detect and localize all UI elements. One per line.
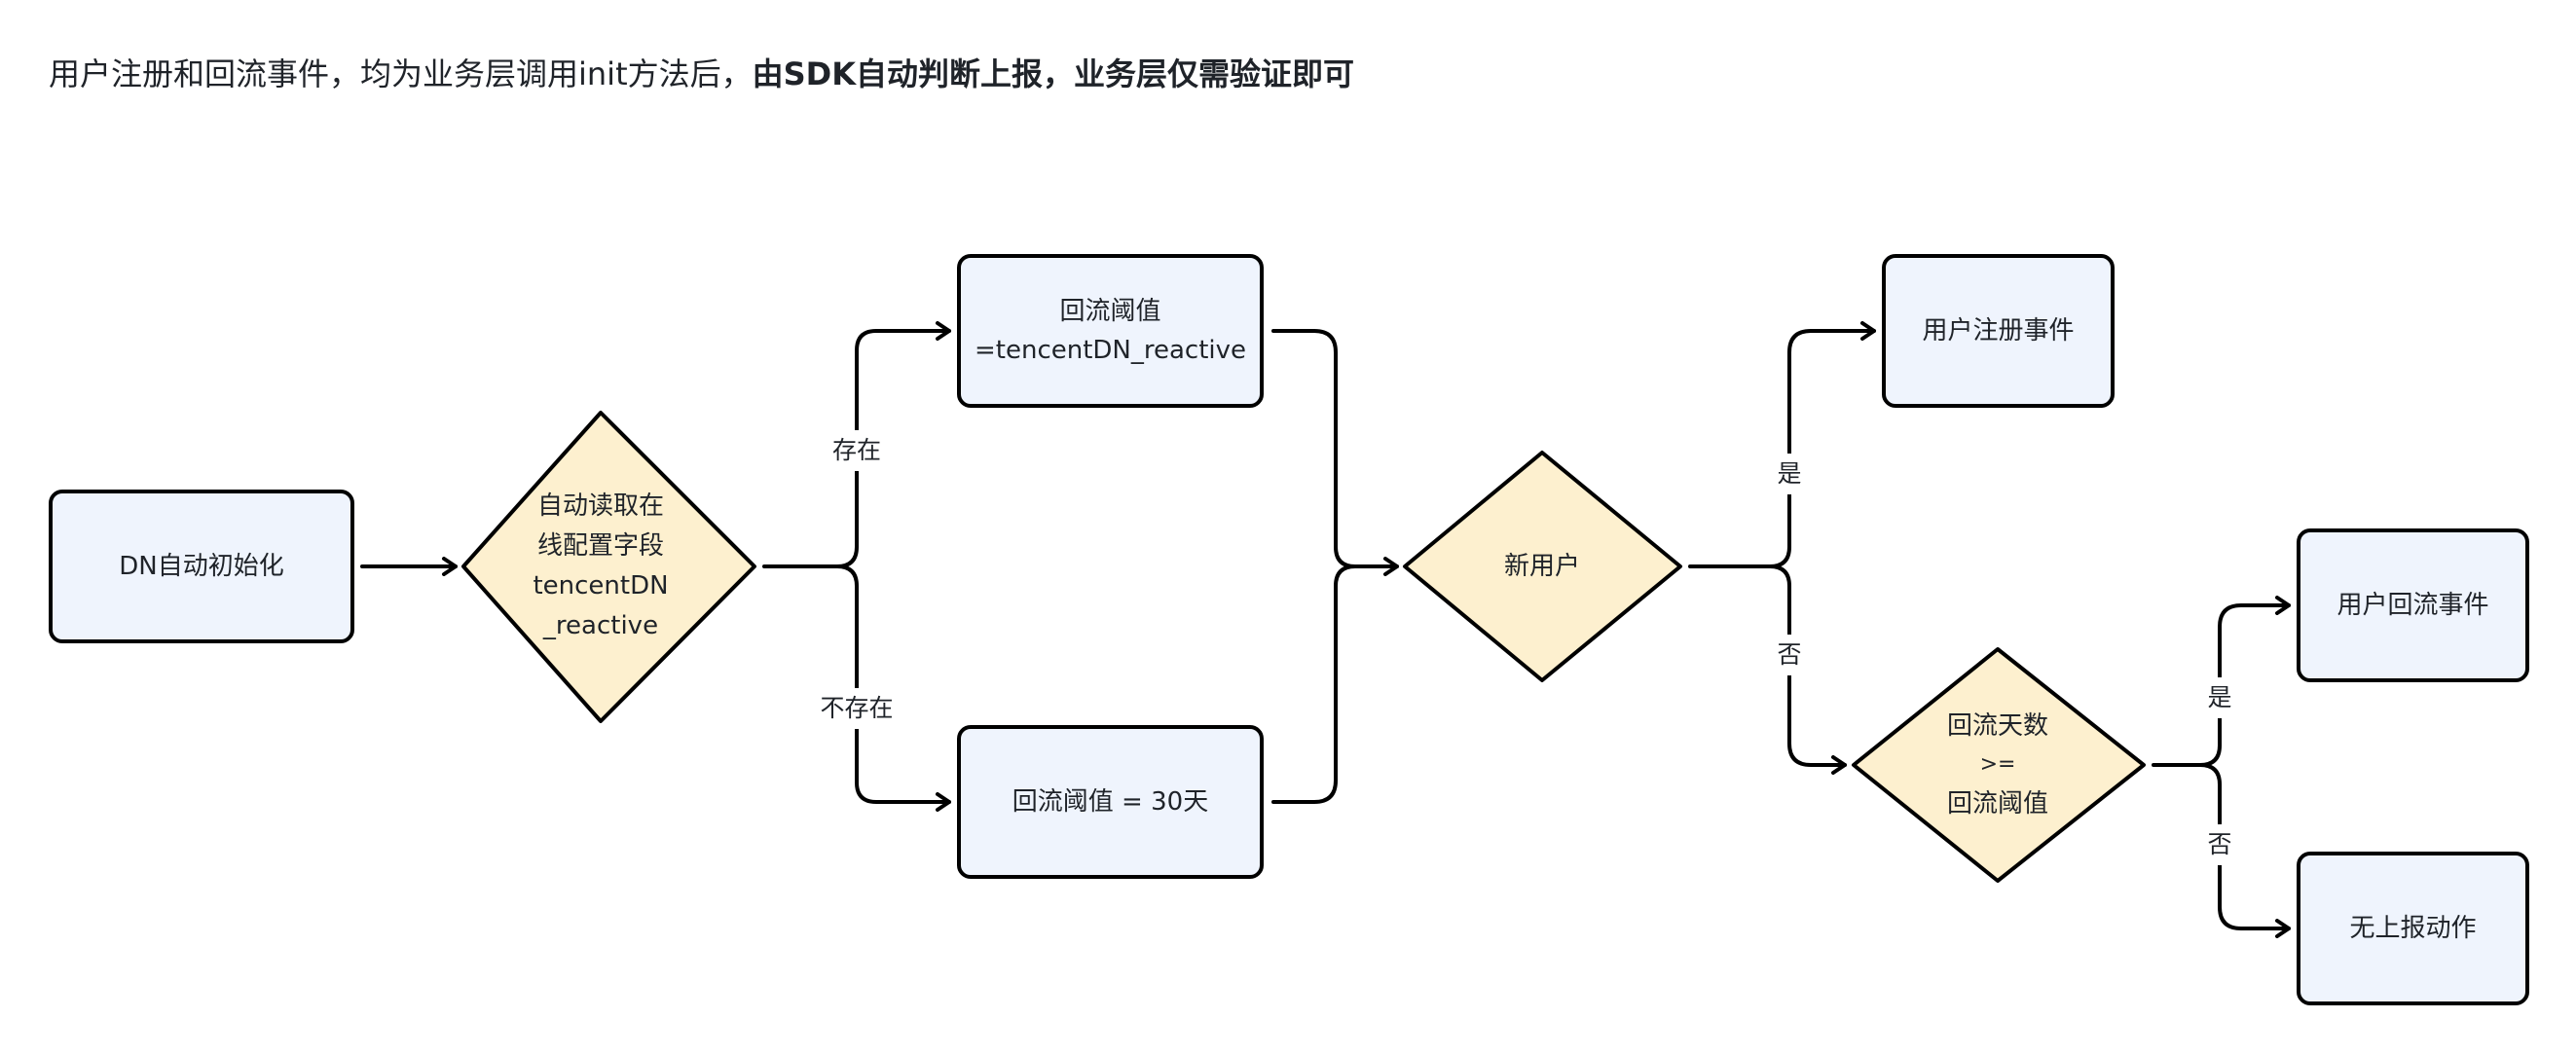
- edge-label-exists: 存在: [829, 430, 884, 471]
- edge-threshold-default-to-new-user: [1271, 564, 1357, 804]
- process-threshold-config-line-2: =tencentDN_reactive: [974, 336, 1247, 365]
- process-threshold-config-line-1: 回流阈值: [1059, 297, 1161, 326]
- edge-label-new-user-no: 否: [1775, 635, 1804, 675]
- edge-label-new-user-yes: 是: [1775, 454, 1804, 494]
- process-init[interactable]: DN自动初始化: [49, 490, 354, 643]
- decision-read-config[interactable]: 自动读取在 线配置字段 tencentDN _reactive: [503, 469, 698, 664]
- process-threshold-default-label: 回流阈值 = 30天: [1012, 787, 1209, 817]
- decision-new-user-label: 新用户: [1503, 552, 1580, 581]
- edge-label-not-exists: 不存在: [818, 688, 896, 729]
- decision-read-config-line-3: tencentDN: [533, 571, 669, 600]
- edge-reactive-check-to-no-report: [2198, 763, 2291, 938]
- decision-reactive-check-line-1: 回流天数: [1946, 711, 2048, 741]
- decision-reactive-check-line-2: >=: [1979, 752, 2016, 777]
- title-bold-text: 由SDK自动判断上报，业务层仅需验证即可: [752, 55, 1355, 92]
- decision-read-config-line-4: _reactive: [542, 611, 659, 640]
- decision-reactive-check[interactable]: 回流天数 >= 回流阈值: [1900, 687, 2095, 843]
- process-no-report-label: 无上报动作: [2349, 914, 2477, 943]
- process-register-event[interactable]: 用户注册事件: [1882, 254, 2115, 408]
- diagram-title: 用户注册和回流事件，均为业务层调用init方法后，由SDK自动判断上报，业务层仅…: [49, 51, 1354, 97]
- decision-reactive-check-shape: [1852, 647, 2146, 883]
- decision-new-user[interactable]: 新用户: [1445, 528, 1639, 605]
- title-normal-text: 用户注册和回流事件，均为业务层调用init方法后，: [49, 55, 753, 92]
- decision-read-config-shape: [461, 411, 756, 723]
- edge-new-user-to-reactive-check: [1768, 564, 1847, 775]
- decision-read-config-line-2: 线配置字段: [536, 531, 664, 561]
- process-no-report[interactable]: 无上报动作: [2297, 852, 2529, 1005]
- process-reactive-event[interactable]: 用户回流事件: [2297, 528, 2529, 682]
- decision-read-config-line-1: 自动读取在: [536, 491, 664, 521]
- decision-new-user-shape: [1403, 451, 1682, 682]
- edge-label-reactive-yes: 是: [2205, 677, 2234, 718]
- process-threshold-config[interactable]: 回流阈值 =tencentDN_reactive: [957, 254, 1264, 408]
- edge-read-config-to-threshold-default: [835, 564, 951, 812]
- decision-reactive-check-line-3: 回流阈值: [1946, 789, 2048, 819]
- edge-new-user-to-register-event: [1768, 321, 1876, 568]
- process-register-event-label: 用户注册事件: [1922, 316, 2075, 346]
- edge-threshold-config-to-new-user: [1271, 329, 1399, 576]
- edge-label-reactive-no: 否: [2205, 824, 2234, 865]
- process-threshold-default[interactable]: 回流阈值 = 30天: [957, 725, 1264, 879]
- edge-read-config-to-threshold-config: [835, 321, 951, 568]
- process-reactive-event-label: 用户回流事件: [2337, 591, 2489, 620]
- edge-reactive-check-to-reactive-event: [2198, 596, 2291, 767]
- process-init-label: DN自动初始化: [119, 552, 284, 581]
